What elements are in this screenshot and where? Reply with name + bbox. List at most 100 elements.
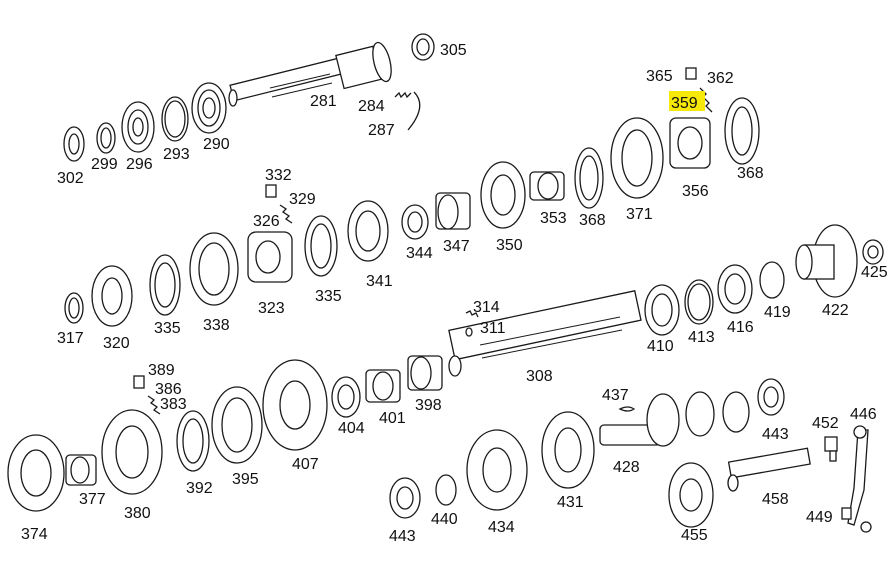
synchro-ring-335-right [304,215,338,277]
part-label-446[interactable]: 446 [850,406,877,423]
gear-407 [262,359,328,451]
part-label-449[interactable]: 449 [806,509,833,526]
synchro-hub-356 [669,117,711,169]
part-label-452[interactable]: 452 [812,415,839,432]
detent-389 [133,375,145,389]
part-label-398[interactable]: 398 [415,397,442,414]
part-label-386[interactable]: 386 [155,381,182,398]
gear-380 [101,409,163,495]
part-label-326[interactable]: 326 [253,213,280,230]
countershaft-308 [448,290,642,377]
part-label-383[interactable]: 383 [160,396,187,413]
part-label-287[interactable]: 287 [368,122,395,139]
bearing-344 [401,204,429,240]
gear-374 [7,434,65,512]
part-label-323[interactable]: 323 [258,300,285,317]
main-shaft-281 [228,41,392,107]
part-label-413[interactable]: 413 [688,329,715,346]
part-label-335[interactable]: 335 [315,288,342,305]
part-label-380[interactable]: 380 [124,505,151,522]
part-label-455[interactable]: 455 [681,527,708,544]
gear-431 [541,411,595,489]
part-label-362[interactable]: 362 [707,70,734,87]
ring-302 [63,126,85,162]
part-label-371[interactable]: 371 [626,206,653,223]
part-label-389[interactable]: 389 [148,362,175,379]
detent-332 [265,184,277,198]
ring-299 [96,122,116,154]
part-label-404[interactable]: 404 [338,420,365,437]
part-label-395[interactable]: 395 [232,471,259,488]
part-label-296[interactable]: 296 [126,156,153,173]
shim-293 [161,96,189,142]
part-label-335[interactable]: 335 [154,320,181,337]
sleeve-398 [407,355,443,391]
part-label-329[interactable]: 329 [289,191,316,208]
part-label-332[interactable]: 332 [265,167,292,184]
part-label-458[interactable]: 458 [762,491,789,508]
part-label-308[interactable]: 308 [526,368,553,385]
bearing-296 [121,101,155,153]
part-label-434[interactable]: 434 [488,519,515,536]
part-label-305[interactable]: 305 [440,42,467,59]
shaft-458 [727,447,811,492]
gear-455 [668,462,714,528]
part-label-356[interactable]: 356 [682,183,709,200]
part-label-365[interactable]: 365 [646,68,673,85]
part-label-374[interactable]: 374 [21,526,48,543]
needle-bearing-401 [365,369,401,403]
part-label-425[interactable]: 425 [861,264,888,281]
part-label-377[interactable]: 377 [79,491,106,508]
shim-413 [684,279,714,325]
part-label-284[interactable]: 284 [358,98,385,115]
part-label-410[interactable]: 410 [647,338,674,355]
sleeve-338 [189,232,239,306]
bearing-443-left [389,477,421,519]
spring-386 [147,395,161,415]
synchro-ring-368-mid [574,147,604,209]
part-label-311[interactable]: 311 [480,320,506,337]
clip-287 [407,91,421,131]
part-label-290[interactable]: 290 [203,136,230,153]
part-label-344[interactable]: 344 [406,245,433,262]
nut-425 [862,239,884,265]
part-label-428[interactable]: 428 [613,459,640,476]
part-label-407[interactable]: 407 [292,456,319,473]
part-label-443[interactable]: 443 [389,528,416,545]
bearing-416 [717,264,753,314]
part-label-347[interactable]: 347 [443,238,470,255]
part-label-359[interactable]: 359 [671,95,698,112]
key-437 [618,406,636,412]
part-label-443[interactable]: 443 [762,426,789,443]
part-label-368[interactable]: 368 [737,165,764,182]
part-label-350[interactable]: 350 [496,237,523,254]
part-label-416[interactable]: 416 [727,319,754,336]
part-label-293[interactable]: 293 [163,146,190,163]
part-label-353[interactable]: 353 [540,210,567,227]
synchro-hub-323 [247,231,293,283]
part-label-281[interactable]: 281 [310,93,337,110]
part-label-422[interactable]: 422 [822,302,849,319]
part-label-431[interactable]: 431 [557,494,584,511]
part-label-302[interactable]: 302 [57,170,84,187]
part-label-392[interactable]: 392 [186,480,213,497]
part-label-317[interactable]: 317 [57,330,84,347]
part-label-320[interactable]: 320 [103,335,130,352]
part-label-341[interactable]: 341 [366,273,393,290]
part-label-314[interactable]: 314 [473,299,500,316]
part-label-437[interactable]: 437 [602,387,629,404]
part-label-299[interactable]: 299 [91,156,118,173]
spring-329 [279,204,293,224]
ring-440 [435,474,457,506]
pin-311 [465,327,473,337]
spring-284 [394,91,412,99]
part-label-440[interactable]: 440 [431,511,458,528]
part-label-368[interactable]: 368 [579,212,606,229]
part-label-401[interactable]: 401 [379,410,406,427]
part-label-338[interactable]: 338 [203,317,230,334]
part-label-419[interactable]: 419 [764,304,791,321]
gear-341 [347,200,389,262]
ring-317 [64,292,84,324]
